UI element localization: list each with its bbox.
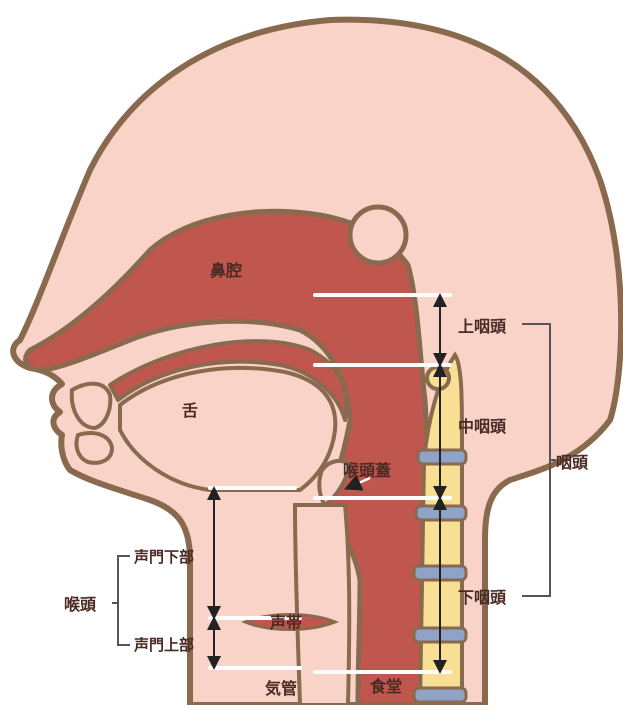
label-trachea: 気管 [265,679,297,698]
disc [414,688,466,702]
label-subglottis: 声門下部 [133,548,194,566]
larynx-bracket [112,556,130,645]
label-nasal-cavity: 鼻腔 [210,261,242,280]
adenoid [350,207,406,263]
label-supraglottis: 声門上部 [133,636,194,654]
label-vocal-cord: 声帯 [269,613,302,632]
larynx-column [295,505,349,705]
label-larynx: 喉頭 [64,595,97,614]
label-lower-pharynx: 下咽頭 [458,588,507,607]
disc [418,450,466,464]
label-esophagus: 食堂 [369,677,402,696]
label-pharynx: 咽頭 [556,453,589,472]
atlas-knob [427,367,449,389]
label-middle-pharynx: 中咽頭 [458,417,507,436]
label-epiglottis: 喉頭蓋 [343,461,391,480]
label-upper-pharynx: 上咽頭 [458,317,507,336]
label-tongue: 舌 [182,401,198,420]
lower-lip [76,433,112,463]
